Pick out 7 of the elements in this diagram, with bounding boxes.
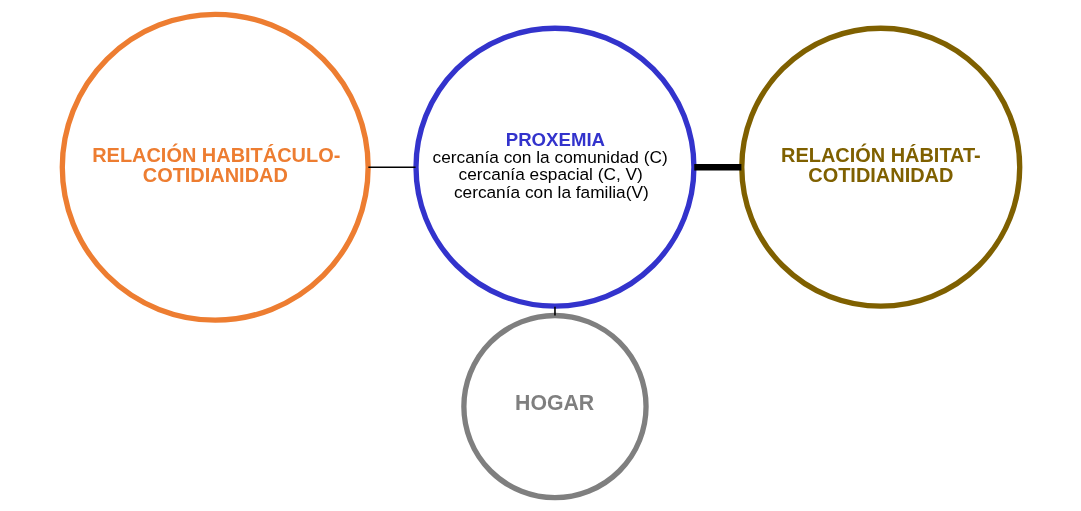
node-circle: HOGAR [460,312,649,500]
node-circle: RELACIÓN HABITÁCULO-COTIDIANIDAD [59,11,371,323]
connector [367,165,416,168]
node-circle: RELACIÓN HÁBITAT-COTIDIANIDAD [738,25,1022,309]
connector [693,163,741,171]
node-circle: PROXEMIA cercanía con la comunidad (C) cercanía espacial (C, V) cercanía con la familia(V) [412,25,697,309]
connector [553,305,556,316]
